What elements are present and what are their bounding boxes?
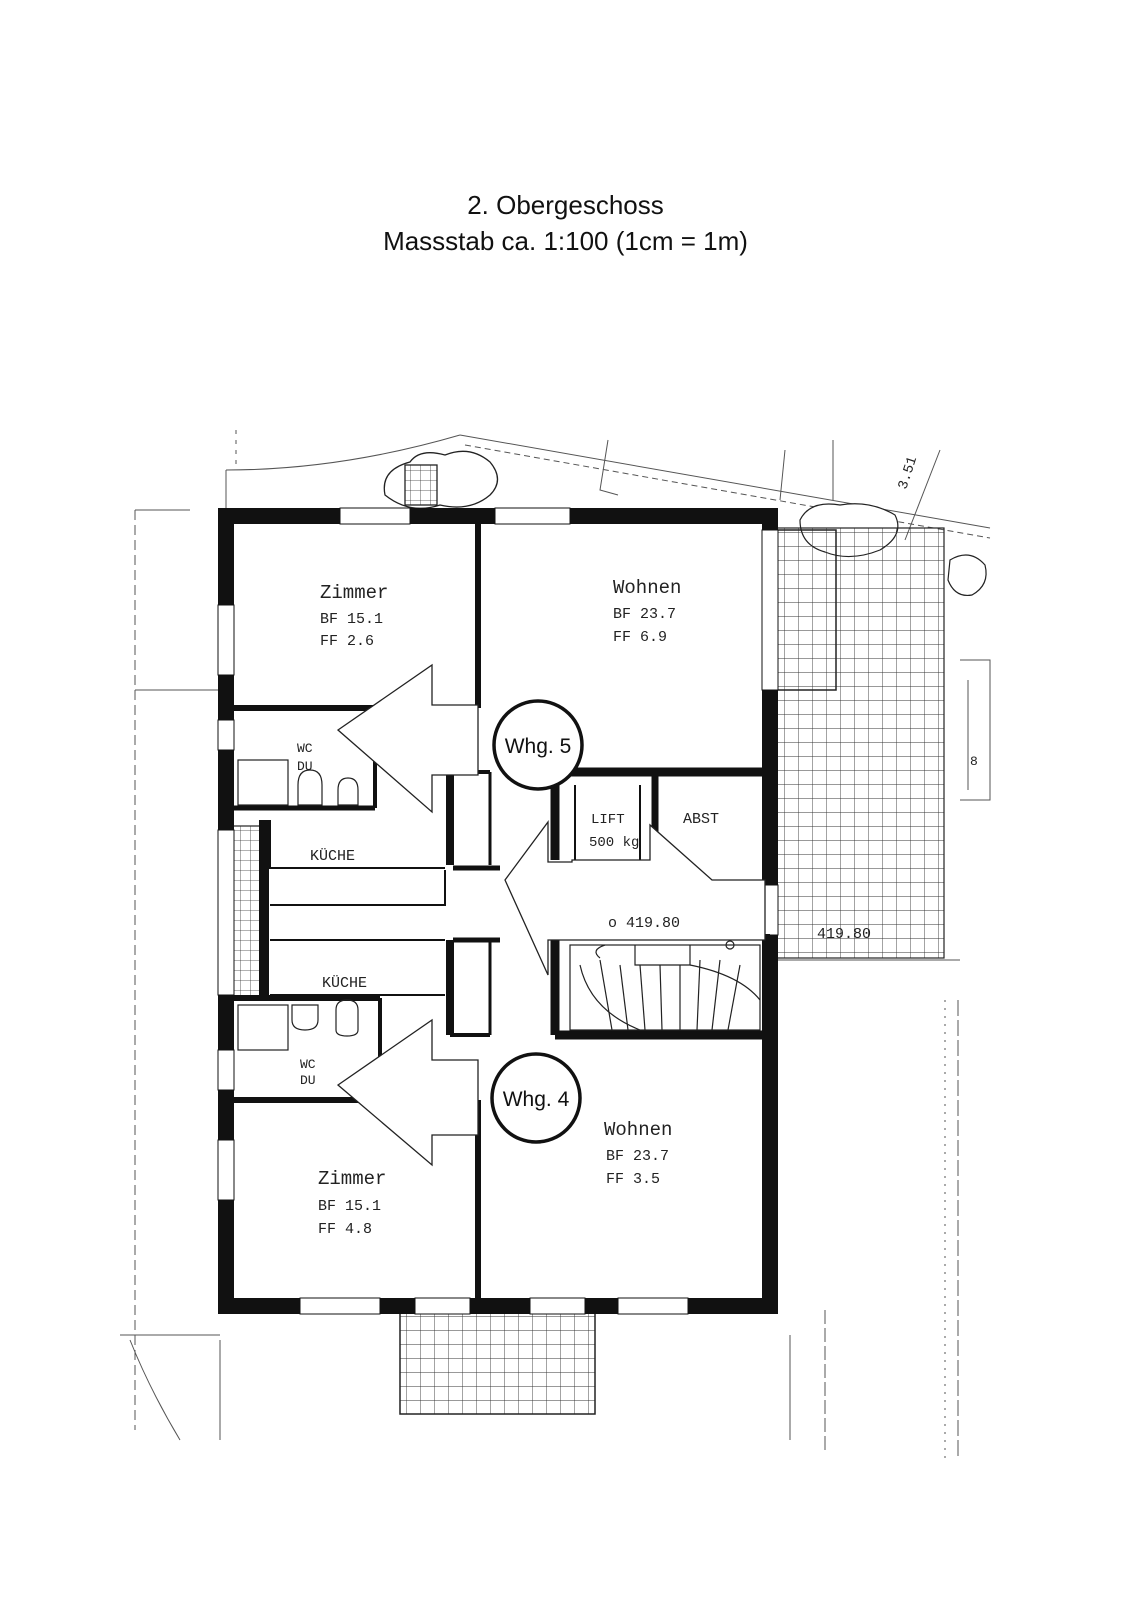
wohnen-bottom-label: Wohnen BF 23.7 FF 3.5 <box>604 1119 672 1188</box>
svg-text:WC: WC <box>300 1057 316 1072</box>
kueche-top-label: KÜCHE <box>310 847 355 865</box>
svg-text:LIFT: LIFT <box>591 812 625 828</box>
kueche-bottom-label: KÜCHE <box>322 974 367 992</box>
terrace-right <box>775 527 945 959</box>
svg-text:Zimmer: Zimmer <box>318 1168 386 1190</box>
shrub-top-left <box>383 450 499 509</box>
dimension-top-right: 3.51 <box>896 455 922 492</box>
svg-text:Wohnen: Wohnen <box>604 1119 672 1141</box>
svg-text:FF 4.8: FF 4.8 <box>318 1221 372 1238</box>
bathroom-fixtures <box>237 759 359 1051</box>
stair-level-label: o 419.80 <box>608 915 680 932</box>
site-lines <box>120 430 991 1460</box>
svg-text:BF 23.7: BF 23.7 <box>606 1148 669 1165</box>
dimension-side: 8 <box>970 754 978 769</box>
balcony-bottom <box>399 1305 596 1415</box>
wc-top-label: WC DU <box>297 741 313 774</box>
abst-label: ABST <box>683 811 719 828</box>
svg-text:BF 23.7: BF 23.7 <box>613 606 676 623</box>
plan-title: 2. Obergeschoss <box>467 190 664 220</box>
plan-scale: Massstab ca. 1:100 (1cm = 1m) <box>383 226 748 256</box>
svg-text:Whg. 5: Whg. 5 <box>505 735 572 758</box>
svg-text:Zimmer: Zimmer <box>320 582 388 604</box>
svg-text:FF 6.9: FF 6.9 <box>613 629 667 646</box>
svg-text:BF 15.1: BF 15.1 <box>318 1198 381 1215</box>
entrance-arrows <box>336 663 766 1167</box>
svg-text:Wohnen: Wohnen <box>613 577 681 599</box>
zimmer-top-label: Zimmer BF 15.1 FF 2.6 <box>320 582 388 650</box>
zimmer-bottom-label: Zimmer BF 15.1 FF 4.8 <box>318 1168 386 1238</box>
staircase <box>569 940 761 1031</box>
svg-text:FF 3.5: FF 3.5 <box>606 1171 660 1188</box>
svg-text:Whg. 4: Whg. 4 <box>503 1088 570 1111</box>
wc-bottom-label: WC DU <box>300 1057 316 1088</box>
svg-text:DU: DU <box>297 759 313 774</box>
svg-text:FF 2.6: FF 2.6 <box>320 633 374 650</box>
wohnen-top-label: Wohnen BF 23.7 FF 6.9 <box>613 577 681 646</box>
svg-text:WC: WC <box>297 741 313 756</box>
svg-text:DU: DU <box>300 1073 316 1088</box>
terrace-level-label: 419.80 <box>817 926 871 943</box>
lift-label: LIFT 500 kg <box>589 812 639 851</box>
apartment-5-marker: Whg. 5 <box>492 699 584 791</box>
windows <box>217 507 779 1315</box>
svg-text:BF 15.1: BF 15.1 <box>320 611 383 628</box>
svg-text:500 kg: 500 kg <box>589 835 639 851</box>
apartment-4-marker: Whg. 4 <box>490 1052 582 1144</box>
